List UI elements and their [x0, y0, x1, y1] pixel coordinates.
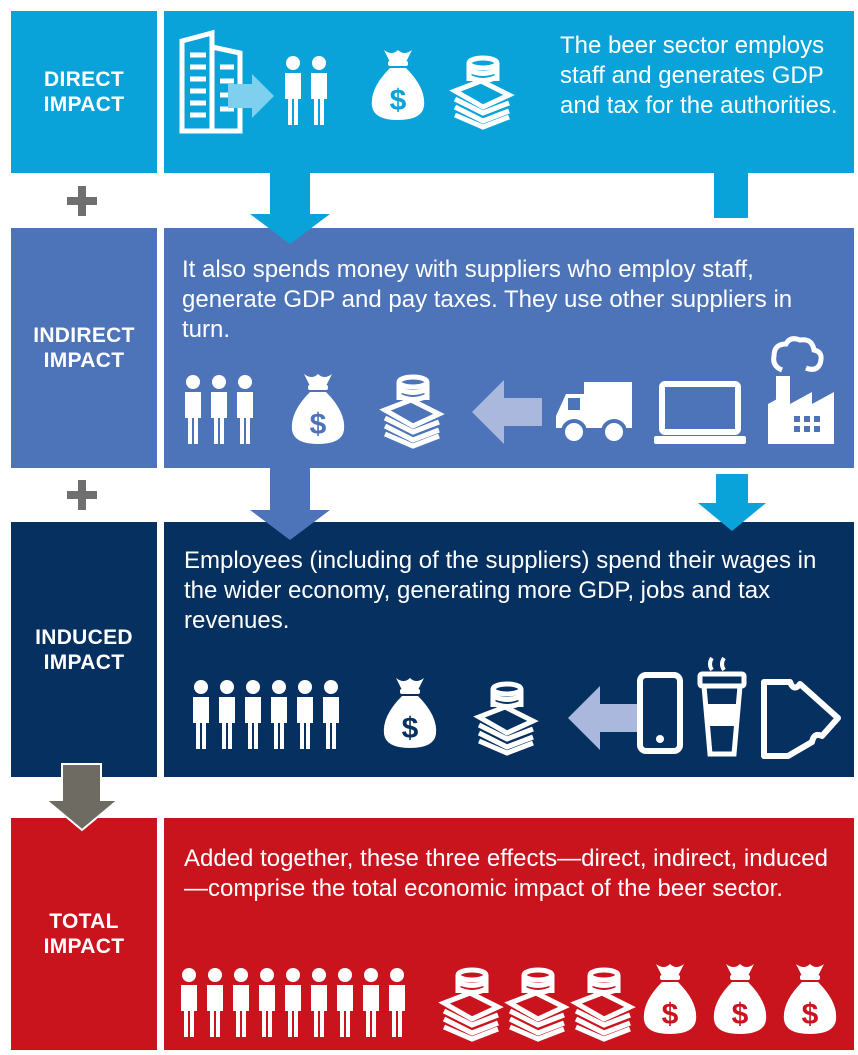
money-bag-icon — [643, 964, 697, 1034]
direct-impact-text: The beer sector employs staff and genera… — [560, 32, 838, 119]
smartphone-icon — [637, 672, 683, 754]
cash-coins-icon — [576, 970, 630, 1039]
indirect-impact-text: It also spends money with suppliers who … — [182, 256, 793, 343]
induced-impact-label: INDUCED IMPACT — [11, 522, 157, 777]
cash-coins-icon — [510, 970, 564, 1039]
direct-side-connector — [714, 172, 748, 218]
cash-coins-icon — [444, 970, 498, 1039]
total-impact-text: Added together, these three effects—dire… — [184, 845, 828, 902]
money-bag-icon — [783, 964, 837, 1034]
total-impact-label: TOTAL IMPACT — [11, 818, 157, 1050]
factory-icon — [768, 336, 834, 444]
coffee-cup-icon — [697, 656, 747, 757]
indirect-side-arrow — [698, 474, 766, 531]
direct-impact-panel: The beer sector employs staff and genera… — [164, 11, 854, 173]
ticket-icon — [761, 679, 841, 759]
nine-people-icon — [181, 968, 405, 1037]
indirect-impact-label: INDIRECT IMPACT — [11, 228, 157, 468]
delivery-truck-icon — [556, 382, 632, 445]
laptop-icon — [654, 381, 746, 444]
arrow-left-icon — [472, 380, 542, 444]
plus-icon — [67, 186, 97, 216]
direct-impact-label: DIRECT IMPACT — [11, 11, 157, 173]
indirect-to-induced-arrow — [250, 467, 330, 540]
induced-to-total-arrow — [43, 763, 121, 832]
money-bag-icon — [713, 964, 767, 1034]
plus-icon — [67, 480, 97, 510]
arrow-right-icon — [228, 74, 274, 118]
direct-to-indirect-arrow — [250, 172, 330, 244]
induced-impact-text: Employees (including of the suppliers) s… — [184, 547, 817, 634]
arrow-left-icon — [568, 686, 638, 750]
